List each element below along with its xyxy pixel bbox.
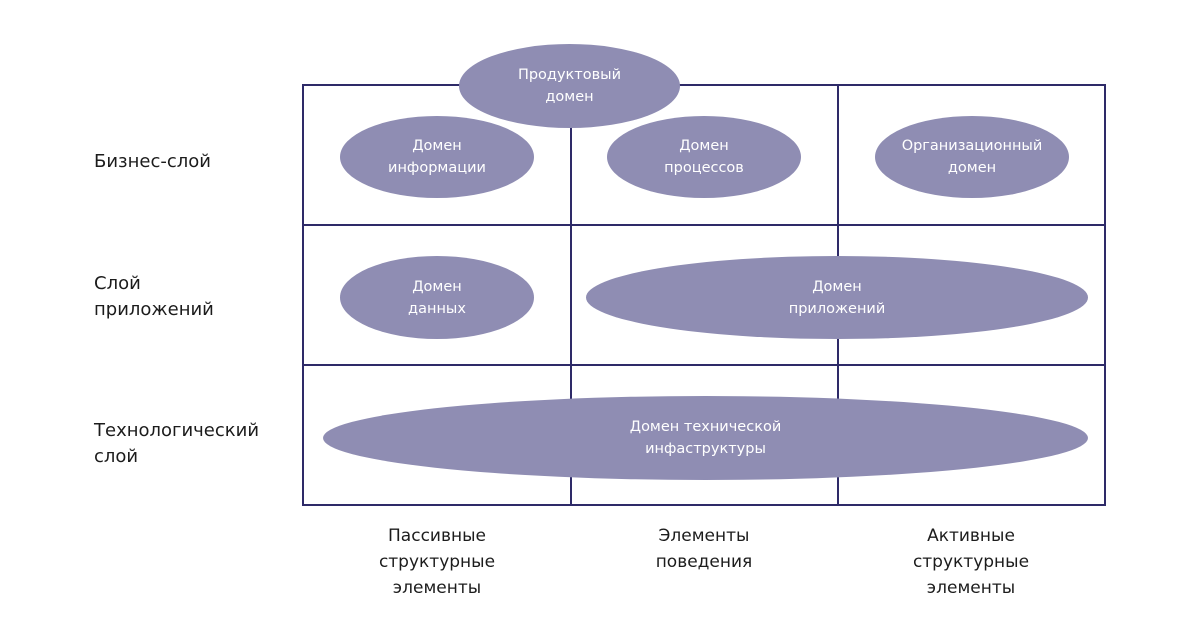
domain-process: Домен процессов	[607, 116, 801, 198]
column-label-passive: Пассивные структурные элементы	[378, 526, 496, 598]
domain-infrastructure-label: Домен технической инфаструктуры	[629, 419, 782, 457]
domain-organization-label: Организационный домен	[901, 138, 1043, 176]
domain-application-label: Домен приложений	[788, 278, 886, 317]
row-label-application: Слой приложений	[94, 273, 214, 320]
column-label-behavior: Элементы поведения	[655, 526, 753, 572]
domain-information: Домен информации	[340, 116, 534, 198]
domain-organization: Организационный домен	[875, 116, 1069, 198]
domain-infrastructure: Домен технической инфаструктуры	[323, 396, 1088, 480]
domain-process-label: Домен процессов	[664, 138, 744, 176]
domain-information-label: Домен информации	[388, 138, 486, 176]
grid-border	[302, 84, 1106, 506]
column-label-active: Активные структурные элементы	[912, 526, 1030, 598]
domain-application: Домен приложений	[586, 256, 1088, 339]
domain-data: Домен данных	[340, 256, 534, 339]
domain-data-label: Домен данных	[408, 278, 466, 317]
row-label-business: Бизнес-слой	[94, 151, 211, 172]
domain-product-label: Продуктовый домен	[517, 67, 622, 105]
row-label-technology: Технологический слой	[94, 420, 260, 467]
domain-product: Продуктовый домен	[459, 44, 680, 128]
